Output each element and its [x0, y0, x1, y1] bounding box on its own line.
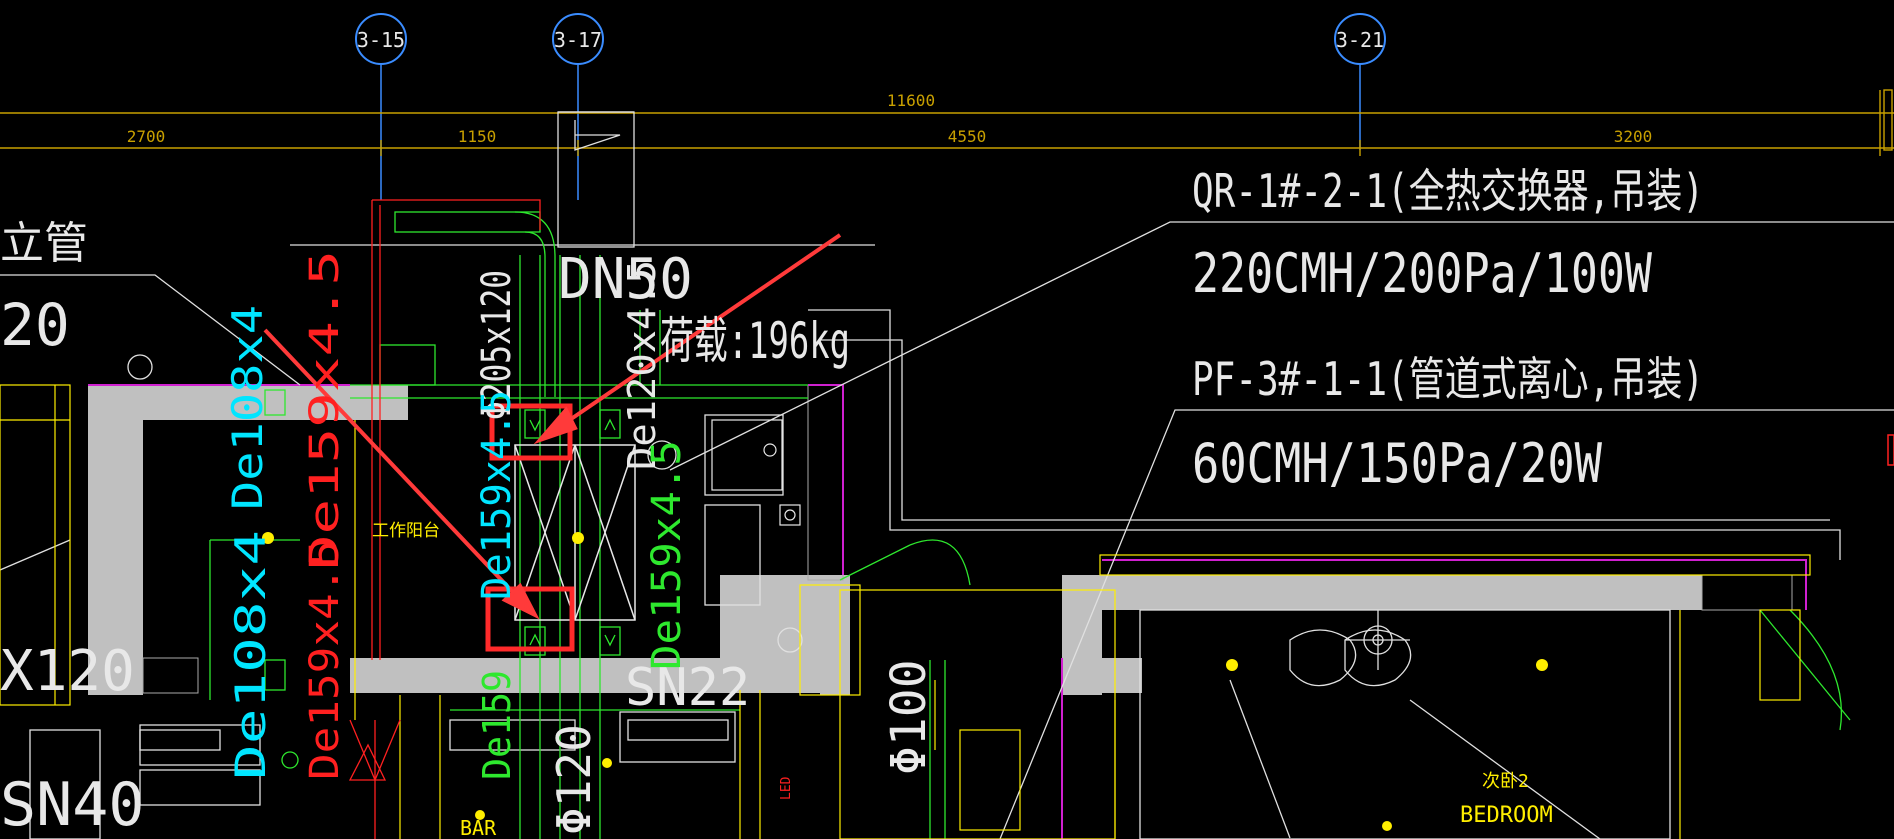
- led-label: LED: [779, 776, 794, 800]
- pipe-size-de108-lower: De108x4: [226, 530, 275, 780]
- phi120-label: Φ120: [547, 724, 601, 835]
- yellow-linework: [0, 384, 1811, 839]
- room-label-bar: BAR: [460, 816, 497, 839]
- dimension-segment-2: 1150: [458, 127, 497, 146]
- dimension-chain: [0, 89, 1894, 156]
- pf-spec-note: 60CMH/150Pa/20W: [1192, 432, 1602, 495]
- unit-connection-arrows: [524, 409, 621, 656]
- pipe-size-de159-lower: De159x4.5: [302, 540, 348, 780]
- grid-axis-3-21: 3-21: [1334, 13, 1386, 150]
- pipe-size-phi205: Φ205x120: [474, 270, 520, 420]
- room-label-bedroom: BEDROOM: [1460, 803, 1553, 828]
- grid-axis-label: 3-17: [554, 28, 602, 52]
- grid-axis-label: 3-21: [1336, 28, 1384, 52]
- ceiling-light-points: [262, 532, 1548, 831]
- grid-axis-label: 3-15: [357, 28, 405, 52]
- highlight-annotations: [485, 403, 575, 652]
- pipe-size-de159-right: De159x4.5: [644, 440, 690, 670]
- dimension-segment-4: 3200: [1614, 127, 1653, 146]
- green-pipework: [209, 211, 1851, 839]
- left-size-sn40: SN40: [0, 770, 145, 839]
- qr-model-note: QR-1#-2-1(全热交换器,吊装): [1192, 164, 1704, 218]
- left-size-20: 20: [0, 291, 70, 359]
- load-label: 荷载:196kg: [660, 312, 850, 370]
- pipe-size-de159-upper: De159x4.5: [302, 250, 348, 570]
- edge-marker: [1887, 434, 1894, 466]
- pipe-size-de120: De120x4.5: [620, 260, 664, 470]
- pipe-size-de159-bottom: De159: [475, 670, 519, 780]
- room-label-work-balcony: 工作阳台: [372, 521, 440, 541]
- qr-spec-note: 220CMH/200Pa/100W: [1192, 242, 1652, 305]
- dimension-total: 11600: [887, 91, 935, 110]
- dimension-segment-1: 2700: [127, 127, 166, 146]
- phi100-label: Φ100: [881, 659, 937, 775]
- kitchen-fixtures: [711, 419, 801, 526]
- red-pointer-arrows: [263, 233, 842, 620]
- left-size-x120: X120: [0, 639, 135, 704]
- grid-axis-3-17: 3-17: [552, 13, 604, 200]
- walls: [88, 385, 1702, 695]
- red-pipework: [348, 199, 541, 839]
- room-label-second-bedroom: 次卧2: [1482, 771, 1529, 792]
- dimension-segment-3: 4550: [948, 127, 987, 146]
- grid-axis-3-15: 3-15: [355, 13, 407, 200]
- sn22-label: SN22: [625, 658, 750, 718]
- white-linework: [0, 111, 1894, 839]
- dn50-label: DN50: [558, 247, 693, 312]
- pipe-size-de159-cyan: De159x4.5: [474, 390, 520, 600]
- pipe-size-de108-upper: De108x4: [223, 305, 272, 510]
- riser-label: 立管: [0, 218, 88, 269]
- pf-model-note: PF-3#-1-1(管道式离心,吊装): [1192, 352, 1704, 406]
